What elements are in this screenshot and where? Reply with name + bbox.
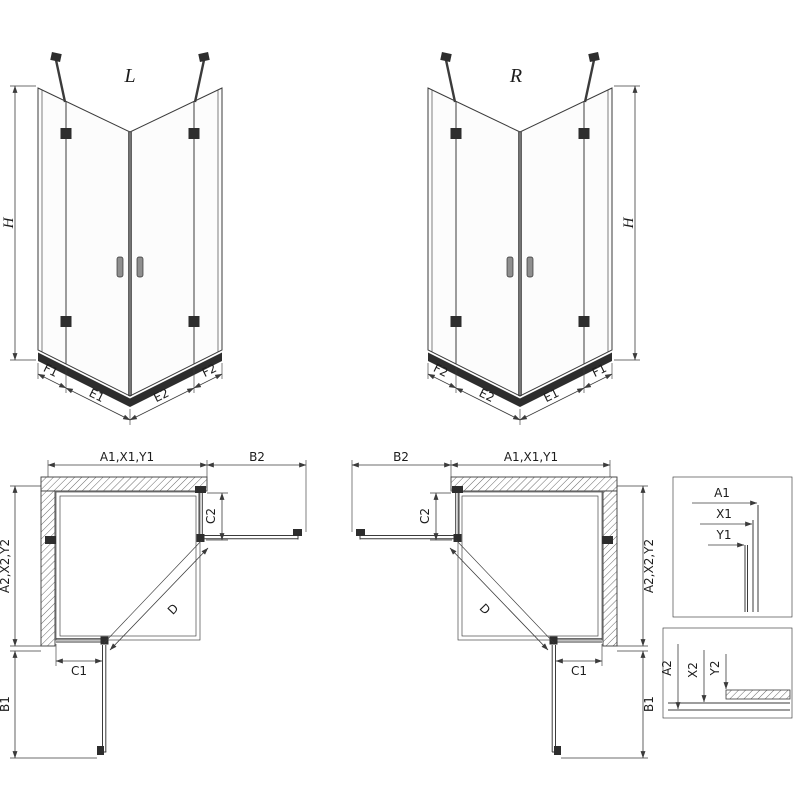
- support-arm: [193, 59, 206, 103]
- dimension-diagonal-left: D: [103, 539, 209, 651]
- hinge-icon: [450, 316, 462, 327]
- glass-panel-left: [37, 87, 131, 397]
- front-view-left: L H: [1, 52, 223, 425]
- plan-view-left: D A1,X1,Y1 B2 C2 A2,X2,Y2 B1 C1: [0, 450, 307, 759]
- dim-y1: Y1: [716, 528, 732, 542]
- wall-right: [602, 490, 618, 647]
- glass-panel-right: [129, 87, 223, 397]
- hinge-icon: [196, 534, 205, 542]
- glass-section: [725, 689, 791, 700]
- dim-e1: E1: [87, 386, 107, 405]
- dim-e2: E2: [477, 386, 497, 405]
- arm-bracket-icon: [440, 52, 452, 62]
- bottom-dimensions-left: F1 E1 E2 F2: [37, 361, 223, 425]
- bottom-dimensions-right: F2 E2 E1 F1: [427, 361, 613, 425]
- bottom-side-glass: [45, 536, 109, 755]
- support-arm: [444, 59, 457, 103]
- arm-bracket-icon: [198, 52, 210, 62]
- dimension-height-left: H: [1, 85, 36, 361]
- wall-bracket-icon: [195, 486, 206, 493]
- hinge-icon: [549, 636, 558, 645]
- glass-panel-left: [427, 87, 521, 397]
- wall-left: [40, 490, 56, 647]
- wall-top: [450, 476, 618, 492]
- dim-f1: F1: [41, 361, 60, 380]
- dim-a2: A2: [660, 660, 674, 676]
- hinge-icon: [60, 316, 72, 327]
- hinge-icon: [188, 128, 200, 139]
- dim-x2: X2: [686, 662, 700, 678]
- dim-b1: B1: [642, 696, 656, 712]
- dimension-diagonal-right: D: [449, 539, 555, 651]
- door-handle-icon: [554, 746, 561, 755]
- dim-c2: C2: [204, 508, 218, 524]
- detail-frame: [662, 627, 793, 719]
- arm-bracket-icon: [588, 52, 600, 62]
- detail-box-top: A1 X1 Y1: [672, 476, 793, 618]
- dim-c2: C2: [418, 508, 432, 524]
- dim-e2: E2: [151, 386, 171, 405]
- door-handle-icon: [293, 529, 302, 536]
- dim-a2x2y2: A2,X2,Y2: [0, 539, 12, 593]
- wall-bracket-icon: [452, 486, 463, 493]
- hinge-icon: [453, 534, 462, 542]
- dim-b2: B2: [393, 450, 409, 464]
- glass-panel-right: [519, 87, 613, 397]
- dim-y2: Y2: [708, 661, 722, 677]
- dim-c1: C1: [571, 664, 587, 678]
- hinge-icon: [100, 636, 109, 645]
- door-handle-icon: [526, 256, 534, 278]
- support-arm: [54, 59, 67, 103]
- front-view-right: R H: [427, 52, 640, 425]
- dim-a1: A1: [714, 486, 730, 500]
- dim-e1: E1: [541, 386, 561, 405]
- variant-label-left: L: [123, 65, 135, 87]
- dim-f2: F2: [200, 361, 219, 380]
- hinge-icon: [578, 316, 590, 327]
- wall-top: [40, 476, 208, 492]
- detail-box-bottom: A2 X2 Y2: [660, 627, 793, 719]
- dim-d: D: [165, 601, 181, 617]
- hinge-icon: [450, 128, 462, 139]
- support-arm: [583, 59, 596, 103]
- door-handle-icon: [97, 746, 104, 755]
- door-handle-icon: [136, 256, 144, 278]
- dim-a1x1y1: A1,X1,Y1: [504, 450, 558, 464]
- door-handle-icon: [506, 256, 514, 278]
- hinge-icon: [578, 128, 590, 139]
- plan-view-right: D B2 A1,X1,Y1 C2 A2,X2,Y2 B1 C1: [351, 450, 656, 759]
- door-handle-icon: [356, 529, 365, 536]
- enclosure-left: [37, 52, 223, 407]
- dim-f1: F1: [590, 361, 609, 380]
- dim-d: D: [477, 601, 493, 617]
- wall-bracket-icon: [602, 536, 613, 544]
- dim-a1x1y1: A1,X1,Y1: [100, 450, 154, 464]
- wall-bracket-icon: [45, 536, 56, 544]
- hinge-icon: [188, 316, 200, 327]
- dim-b1: B1: [0, 696, 12, 712]
- left-side-glass: [356, 486, 463, 542]
- dim-x1: X1: [716, 507, 732, 521]
- door-handle-icon: [116, 256, 124, 278]
- variant-label-right: R: [509, 65, 522, 87]
- dim-c1: C1: [71, 664, 87, 678]
- dim-f2: F2: [431, 361, 450, 380]
- plan-left-dimensions: A1,X1,Y1 B2 C2 A2,X2,Y2 B1 C1: [0, 450, 307, 759]
- dim-a2x2y2: A2,X2,Y2: [642, 539, 656, 593]
- bottom-side-glass: [549, 536, 613, 755]
- hinge-icon: [60, 128, 72, 139]
- detail-frame: [672, 476, 793, 618]
- height-label: H: [621, 216, 637, 229]
- dimension-height-right: H: [614, 85, 640, 361]
- height-label: H: [1, 216, 17, 229]
- arm-bracket-icon: [50, 52, 62, 62]
- dim-b2: B2: [249, 450, 265, 464]
- enclosure-right: [427, 52, 613, 407]
- plan-right-dimensions: B2 A1,X1,Y1 C2 A2,X2,Y2 B1 C1: [351, 450, 656, 759]
